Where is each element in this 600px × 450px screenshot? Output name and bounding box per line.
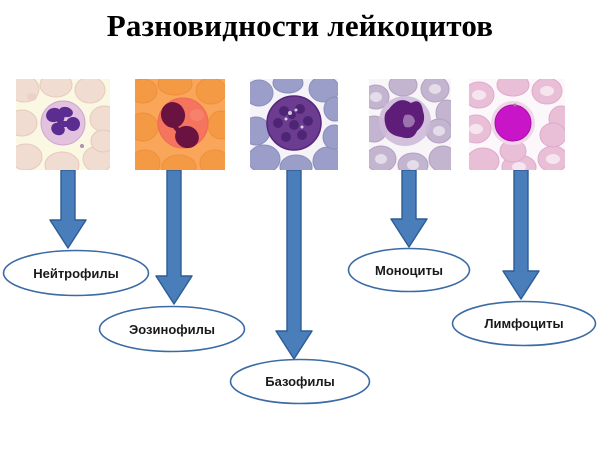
- arrow-neutrophil: [49, 170, 87, 249]
- label-lymphocyte[interactable]: Лимфоциты: [451, 300, 597, 347]
- ellipse-outline-monocyte: [347, 247, 471, 293]
- label-text-basophil: Базофилы: [265, 374, 335, 389]
- micrograph-lymphocyte: [469, 79, 565, 170]
- arrow-lymphocyte: [502, 170, 540, 300]
- ellipse-outline-lymphocyte: [451, 300, 597, 347]
- micrograph-eosinophil: [135, 79, 225, 170]
- micrograph-neutrophil: [16, 79, 110, 170]
- micrograph-basophil: [250, 79, 338, 170]
- arrow-monocyte: [390, 170, 428, 248]
- ellipse-outline-neutrophil: [2, 249, 150, 297]
- micrograph-monocyte: [369, 79, 451, 170]
- label-neutrophil[interactable]: Нейтрофилы: [2, 249, 150, 297]
- ellipse-outline-eosinophil: [98, 305, 246, 353]
- label-eosinophil[interactable]: Эозинофилы: [98, 305, 246, 353]
- label-text-lymphocyte: Лимфоциты: [484, 316, 564, 331]
- label-monocyte[interactable]: Моноциты: [347, 247, 471, 293]
- ellipse-outline-basophil: [229, 358, 371, 405]
- label-text-monocyte: Моноциты: [374, 262, 443, 278]
- arrow-eosinophil: [155, 170, 193, 305]
- label-text-neutrophil: Нейтрофилы: [33, 265, 119, 281]
- arrow-basophil: [275, 170, 313, 360]
- label-text-eosinophil: Эозинофилы: [129, 321, 215, 337]
- label-basophil[interactable]: Базофилы: [229, 358, 371, 405]
- page-title: Разновидности лейкоцитов: [106, 8, 494, 43]
